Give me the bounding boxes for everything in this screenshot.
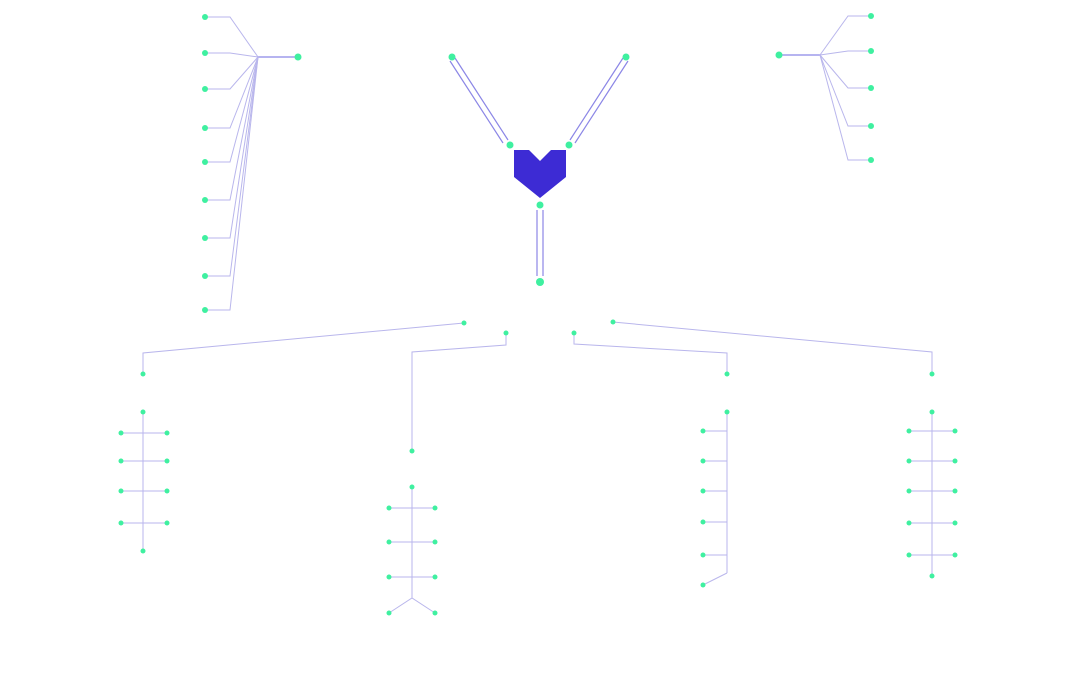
tree-leaf-node — [952, 458, 958, 464]
branch-end-node — [929, 371, 935, 377]
tree-leaf-node — [164, 520, 170, 526]
spoke-anchor-node — [565, 141, 573, 149]
fan-link — [205, 56, 259, 163]
fan-link — [205, 16, 259, 58]
tree-leaf-node — [906, 552, 912, 558]
tree-top-node — [409, 484, 415, 490]
spoke-link — [454, 57, 509, 141]
fan-link — [819, 54, 871, 127]
fan-leaf-node — [202, 235, 208, 241]
tree-leaf-node — [700, 428, 706, 434]
fan-link — [205, 56, 259, 277]
fan-link — [205, 56, 259, 129]
tree-leaf-node — [906, 520, 912, 526]
tree-fork — [388, 597, 436, 614]
branch-end-node — [409, 448, 415, 454]
fan-link — [205, 56, 259, 311]
tree-leaf-node — [906, 428, 912, 434]
spoke-end-node — [622, 53, 630, 61]
connection-nodes — [118, 13, 958, 616]
branch-start-node — [461, 320, 467, 326]
tree-bottom-node — [929, 573, 935, 579]
tree-leaf-node — [952, 488, 958, 494]
fan-link — [205, 56, 259, 239]
connection-lines — [121, 15, 955, 614]
branch-link — [573, 333, 728, 374]
fan-link — [205, 56, 259, 90]
tree-leaf-node — [164, 488, 170, 494]
tree-leaf-node — [700, 519, 706, 525]
fan-leaf-node — [202, 14, 208, 20]
fan-link — [819, 54, 871, 89]
fan-leaf-node — [202, 50, 208, 56]
tree-leaf-node — [432, 610, 438, 616]
tree-leaf-node — [386, 539, 392, 545]
branch-end-node — [140, 371, 146, 377]
tree-leaf-node — [118, 488, 124, 494]
fan-root-node — [775, 51, 783, 59]
fan-link — [819, 15, 871, 56]
tree-top-node — [929, 409, 935, 415]
fan-leaf-node — [202, 307, 208, 313]
tree-leaf-node — [700, 582, 706, 588]
branch-link — [612, 321, 933, 374]
fan-leaf-node — [202, 86, 208, 92]
spoke-end-node — [448, 53, 456, 61]
tree-leaf-node — [118, 520, 124, 526]
spoke-anchor-node — [506, 141, 514, 149]
fan-leaf-node — [202, 197, 208, 203]
spoke-anchor-node — [536, 201, 544, 209]
fan-leaf-node — [202, 273, 208, 279]
fan-leaf-node — [868, 85, 874, 91]
spoke-link — [569, 57, 624, 141]
tree-leaf-node — [432, 505, 438, 511]
fan-leaf-node — [202, 159, 208, 165]
tree-leaf-node — [386, 574, 392, 580]
fan-link — [205, 56, 259, 201]
spoke-link — [449, 60, 504, 144]
tree-leaf-node — [118, 430, 124, 436]
tree-leaf-node — [432, 574, 438, 580]
spoke-link — [574, 60, 629, 144]
branch-start-node — [571, 330, 577, 336]
tree-top-node — [724, 409, 730, 415]
fan-leaf-node — [868, 123, 874, 129]
tree-leaf-node — [700, 488, 706, 494]
fan-link — [819, 50, 871, 56]
spoke-end-node — [536, 278, 544, 286]
fan-link — [205, 52, 259, 58]
branch-link — [142, 322, 465, 374]
branch-start-node — [503, 330, 509, 336]
tree-leaf-node — [432, 539, 438, 545]
fan-leaf-node — [868, 157, 874, 163]
tree-leaf-node — [700, 552, 706, 558]
tree-leaf-node — [164, 458, 170, 464]
tree-leaf-node — [906, 488, 912, 494]
tree-leaf-node — [386, 610, 392, 616]
tree-fork — [702, 572, 728, 586]
tree-leaf-node — [952, 552, 958, 558]
tree-leaf-node — [118, 458, 124, 464]
fan-link — [819, 54, 871, 161]
tree-leaf-node — [164, 430, 170, 436]
heart-logo-icon — [514, 150, 566, 198]
fan-leaf-node — [868, 13, 874, 19]
tree-top-node — [140, 409, 146, 415]
branch-end-node — [724, 371, 730, 377]
tree-bottom-node — [140, 548, 146, 554]
tree-leaf-node — [700, 458, 706, 464]
fan-leaf-node — [202, 125, 208, 131]
fan-root-node — [294, 53, 302, 61]
fan-leaf-node — [868, 48, 874, 54]
branch-link — [411, 333, 507, 451]
tree-leaf-node — [952, 520, 958, 526]
tree-leaf-node — [386, 505, 392, 511]
tree-leaf-node — [952, 428, 958, 434]
tree-leaf-node — [906, 458, 912, 464]
branch-start-node — [610, 319, 616, 325]
center-logo — [514, 150, 566, 198]
